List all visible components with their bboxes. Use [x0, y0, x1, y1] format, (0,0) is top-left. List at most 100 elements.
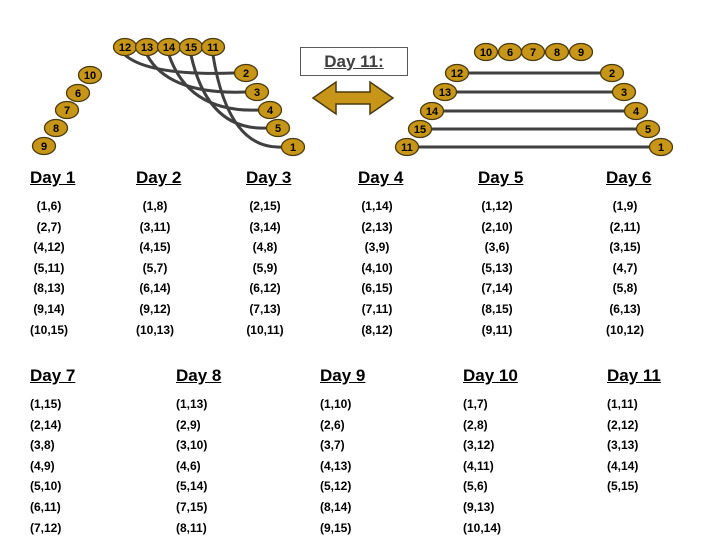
- day-column: Day 11(1,11)(2,12)(3,13)(4,14)(5,15): [607, 366, 703, 497]
- player-node-label: 5: [275, 123, 281, 135]
- pair-item: (5,6): [463, 479, 488, 494]
- player-node-label: 6: [507, 47, 513, 59]
- pair-list: (2,15)(3,14)(4,8)(5,9)(6,12)(7,13)(10,11…: [230, 196, 300, 340]
- pair-item: (2,13): [361, 219, 393, 234]
- player-node-label: 9: [41, 141, 47, 153]
- player-node: 3: [611, 82, 637, 102]
- player-node: 14: [156, 37, 182, 57]
- day-column: Day 9(1,10)(2,6)(3,7)(4,13)(5,12)(8,14)(…: [320, 366, 416, 538]
- pair-item: (5,12): [320, 479, 352, 494]
- player-node-label: 11: [401, 142, 413, 154]
- pair-item: (3,15): [609, 240, 641, 255]
- pair-item: (2,7): [36, 219, 62, 234]
- player-node: 5: [635, 119, 661, 139]
- pair-item: (7,14): [481, 281, 513, 296]
- player-node-label: 7: [530, 47, 536, 59]
- pair-item: (1,13): [176, 397, 208, 411]
- pair-item: (5,9): [252, 260, 278, 275]
- day-column: Day 3(2,15)(3,14)(4,8)(5,9)(6,12)(7,13)(…: [230, 168, 326, 340]
- pair-item: (4,9): [30, 458, 55, 473]
- circle-diagram-edge: [145, 53, 248, 94]
- pair-item: (10,12): [605, 322, 645, 337]
- pair-item: (2,11): [609, 219, 641, 234]
- player-node-label: 13: [439, 87, 451, 99]
- day11-title: Day 11:: [324, 51, 384, 71]
- player-node-label: 14: [426, 106, 439, 118]
- pair-item: (3,10): [176, 438, 208, 453]
- player-node-label: 5: [645, 124, 651, 136]
- pair-item: (3,6): [484, 240, 510, 255]
- pair-item: (4,12): [33, 240, 65, 255]
- pair-list: (1,9)(2,11)(3,15)(4,7)(5,8)(6,13)(10,12): [590, 196, 660, 340]
- player-node-label: 2: [609, 68, 615, 80]
- day-column-header: Day 7: [30, 366, 76, 385]
- pair-list: (1,13)(2,9)(3,10)(4,6)(5,14)(7,15)(8,11): [176, 394, 272, 538]
- pair-item: (9,11): [481, 322, 513, 337]
- day-column-header: Day 9: [320, 366, 366, 385]
- player-node-label: 4: [633, 106, 640, 118]
- pair-item: (3,13): [607, 438, 639, 453]
- day-column: Day 2(1,8)(3,11)(4,15)(5,7)(6,14)(9,12)(…: [120, 168, 216, 340]
- player-node: 14: [419, 101, 445, 121]
- pair-list: (1,7)(2,8)(3,12)(4,11)(5,6)(9,13)(10,14): [463, 394, 559, 538]
- day-column: Day 8(1,13)(2,9)(3,10)(4,6)(5,14)(7,15)(…: [176, 366, 272, 538]
- player-node-label: 8: [554, 47, 560, 59]
- pair-item: (4,10): [361, 260, 393, 275]
- pair-item: (7,13): [249, 301, 281, 316]
- pair-item: (3,12): [463, 438, 495, 453]
- pair-item: (8,14): [320, 499, 352, 514]
- pair-item: (2,8): [463, 417, 488, 432]
- player-node: 7: [520, 42, 546, 62]
- pair-list: (1,14)(2,13)(3,9)(4,10)(6,15)(7,11)(8,12…: [342, 196, 412, 340]
- player-node: 13: [432, 82, 458, 102]
- day-column: Day 4(1,14)(2,13)(3,9)(4,10)(6,15)(7,11)…: [342, 168, 438, 340]
- player-node-label: 6: [75, 88, 81, 100]
- player-node-label: 14: [163, 42, 176, 54]
- circle-diagram-edge: [189, 53, 269, 130]
- pair-item: (1,9): [612, 199, 638, 213]
- pair-item: (6,13): [609, 301, 641, 316]
- player-node: 2: [599, 63, 625, 83]
- pair-item: (2,12): [607, 417, 639, 432]
- player-node-label: 3: [621, 87, 627, 99]
- pair-item: (5,11): [33, 260, 65, 275]
- player-node-label: 4: [267, 105, 274, 117]
- day-column: Day 10(1,7)(2,8)(3,12)(4,11)(5,6)(9,13)(…: [463, 366, 559, 538]
- player-node-label: 11: [207, 42, 219, 54]
- pair-item: (10,11): [246, 322, 284, 337]
- day-column-header: Day 5: [478, 168, 524, 187]
- pair-list: (1,10)(2,6)(3,7)(4,13)(5,12)(8,14)(9,15): [320, 394, 416, 538]
- pair-list: (1,15)(2,14)(3,8)(4,9)(5,10)(6,11)(7,12): [30, 394, 126, 538]
- pair-item: (3,14): [249, 219, 281, 234]
- player-node: 15: [178, 37, 204, 57]
- player-node: 13: [134, 37, 160, 57]
- pair-list: (1,6)(2,7)(4,12)(5,11)(8,13)(9,14)(10,15…: [14, 196, 84, 340]
- pair-item: (5,7): [142, 260, 168, 275]
- pair-item: (1,6): [36, 199, 62, 213]
- day-column: Day 6(1,9)(2,11)(3,15)(4,7)(5,8)(6,13)(1…: [590, 168, 686, 340]
- player-node: 4: [623, 101, 649, 121]
- player-node: 1: [280, 137, 306, 157]
- pair-item: (10,15): [29, 322, 69, 337]
- pair-item: (3,8): [30, 438, 55, 453]
- pair-item: (5,13): [481, 260, 513, 275]
- player-node: 4: [257, 100, 283, 120]
- pair-item: (4,13): [320, 458, 352, 473]
- pair-item: (8,12): [361, 322, 393, 337]
- player-node: 3: [244, 82, 270, 102]
- pair-item: (9,15): [320, 520, 352, 535]
- pair-item: (4,11): [463, 458, 494, 473]
- day-column: Day 5(1,12)(2,10)(3,6)(5,13)(7,14)(8,15)…: [462, 168, 558, 340]
- pair-item: (2,15): [249, 199, 281, 213]
- player-node-label: 8: [53, 123, 59, 135]
- player-node-label: 10: [480, 47, 492, 59]
- pair-item: (6,14): [139, 281, 171, 296]
- player-node-label: 2: [243, 68, 249, 80]
- pair-item: (9,14): [33, 301, 65, 316]
- player-node: 11: [394, 137, 420, 157]
- player-node: 15: [407, 119, 433, 139]
- pair-item: (7,15): [176, 499, 208, 514]
- pair-item: (9,12): [139, 301, 171, 316]
- pair-item: (6,11): [30, 499, 61, 514]
